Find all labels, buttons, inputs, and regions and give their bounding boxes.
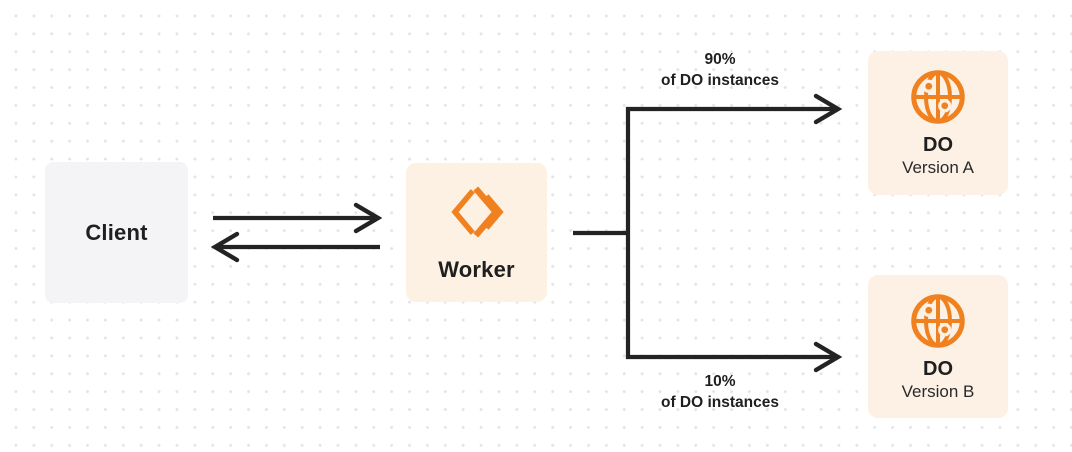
- do-version-a-node: DO Version A: [868, 51, 1008, 195]
- durable-object-globe-icon: [908, 67, 968, 127]
- route-b-label: 10% of DO instances: [600, 371, 840, 413]
- branch-elbow: [625, 106, 836, 360]
- branch-top-arrowhead-icon: [813, 93, 843, 125]
- worker-node: Worker: [406, 163, 547, 302]
- do-version-b-node: DO Version B: [868, 275, 1008, 418]
- cloudflare-workers-icon: [448, 183, 506, 246]
- branch-bottom-arrowhead-icon: [813, 341, 843, 373]
- do-b-subtitle: Version B: [901, 381, 975, 401]
- route-a-caption: of DO instances: [661, 72, 779, 89]
- client-node: Client: [45, 162, 188, 303]
- client-label: Client: [85, 219, 148, 245]
- do-a-title: DO: [923, 134, 953, 156]
- route-b-percent: 10%: [704, 373, 736, 390]
- do-b-title: DO: [923, 357, 953, 380]
- do-a-subtitle: Version A: [902, 158, 974, 177]
- worker-label: Worker: [438, 256, 515, 282]
- route-a-percent: 90%: [704, 51, 736, 68]
- route-b-caption: of DO instances: [661, 394, 779, 411]
- client-to-worker-arrowhead-icon: [353, 202, 383, 234]
- worker-to-client-arrowhead-icon: [210, 231, 240, 263]
- durable-object-globe-icon: [908, 291, 968, 351]
- route-a-label: 90% of DO instances: [600, 49, 840, 91]
